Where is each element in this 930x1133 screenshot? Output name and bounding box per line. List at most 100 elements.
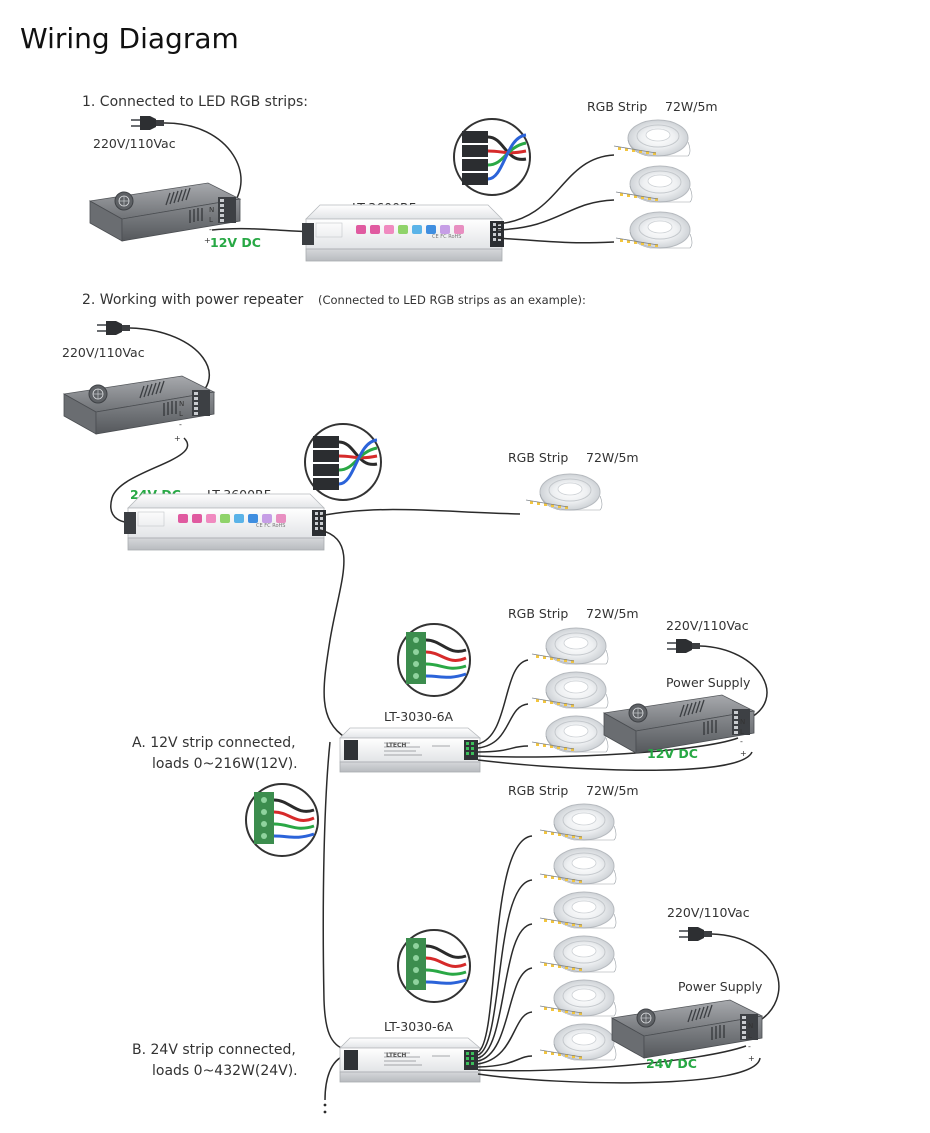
repeaterA-device	[339, 727, 481, 773]
repeaterB-power-supply	[611, 999, 763, 1059]
repeaterB-device	[339, 1037, 481, 1083]
continuation-dot-2	[323, 1110, 327, 1114]
repeaterB-plug-icon	[678, 926, 713, 942]
section2-heading: 2. Working with power repeater	[82, 292, 303, 308]
section2-controller-marks: CE FC RoHS	[256, 523, 285, 529]
repeaterB-strip-wire-5	[477, 1011, 533, 1065]
repeaterB-strip-rating: 72W/5m	[586, 783, 639, 798]
section2-ac-input: 220V/110Vac	[62, 345, 145, 360]
repeaterB-strip-label: RGB Strip	[508, 783, 568, 798]
repeaterA-power-supply	[603, 694, 755, 754]
section1-strip-reel-2	[615, 165, 693, 203]
repeaterB-ac-input: 220V/110Vac	[667, 905, 750, 920]
repeaterA-terminal-closeup	[396, 622, 472, 698]
repeaterA-ac-wire	[699, 645, 768, 721]
repeaterA-term-l: L	[740, 728, 744, 736]
repeaterA-strip-label: RGB Strip	[508, 606, 568, 621]
repeaterB-dc-plus-wire	[477, 1057, 761, 1084]
page-title: Wiring Diagram	[20, 22, 239, 55]
section1-dc-label: 12V DC	[210, 235, 261, 250]
repeaterA-ac-input: 220V/110Vac	[666, 618, 749, 633]
repeaterB-ac-wire	[711, 933, 780, 1025]
repeaterA-term-n: N	[740, 718, 745, 726]
section1-term-n: N	[209, 206, 214, 214]
section1-power-supply	[89, 182, 241, 242]
repeaterA-term-plus: +	[740, 749, 747, 758]
repeaterA-strip-rating: 72W/5m	[586, 606, 639, 621]
section2-terminal-closeup	[303, 422, 383, 502]
section1-plug-icon	[130, 115, 165, 131]
repeaterB-strip-reel-3	[539, 891, 617, 929]
section2-controller	[123, 493, 327, 551]
section1-strip-label: RGB Strip	[587, 99, 647, 114]
repeaterB-term-n: N	[748, 1022, 753, 1030]
section2-strip-reel	[525, 473, 603, 511]
repeaterB-strip-wire-2	[477, 879, 533, 1056]
repeater-signal-wire-b	[322, 741, 347, 1051]
section2-term-n: N	[179, 400, 184, 408]
repeaterA-dc-plus-wire	[477, 751, 753, 771]
repeaterA-caption-line1: A. 12V strip connected,	[132, 735, 296, 751]
repeaterB-strip-wire-4	[477, 967, 533, 1062]
section2-term-l: L	[179, 410, 183, 418]
repeaterB-strip-wire-1	[477, 835, 533, 1053]
repeater-signal-wire-a	[319, 529, 347, 739]
section2-plug-icon	[96, 320, 131, 336]
repeaterA-strip-reel-3	[531, 715, 609, 753]
section1-controller-marks: CE FC RoHS	[432, 234, 461, 240]
repeater-input-closeup	[244, 782, 320, 858]
repeaterA-dc-minus-wire	[477, 737, 739, 758]
section1-strip-wire-1	[495, 154, 615, 225]
repeaterB-terminal-closeup	[396, 928, 472, 1004]
section2-strip-rating: 72W/5m	[586, 450, 639, 465]
section1-controller	[301, 204, 505, 262]
section1-terminal-closeup	[452, 117, 532, 197]
repeaterB-strip-reel-4	[539, 935, 617, 973]
repeaterA-dc-label: 12V DC	[647, 746, 698, 761]
repeaterB-strip-reel-2	[539, 847, 617, 885]
continuation-dot-1	[323, 1103, 327, 1107]
repeaterA-model-label: LT-3030-6A	[384, 709, 454, 724]
repeaterA-psu-label: Power Supply	[666, 675, 751, 690]
section2-heading-note: (Connected to LED RGB strips as an examp…	[318, 293, 586, 307]
repeaterA-term-minus: -	[740, 737, 743, 746]
section2-power-supply	[63, 375, 215, 435]
section1-strip-wire-2	[495, 199, 615, 231]
repeaterB-strip-reel-6	[539, 1023, 617, 1061]
section2-dc-wire	[110, 437, 188, 524]
section1-term-plus: +	[204, 236, 211, 245]
section1-term-minus: -	[209, 225, 212, 234]
repeaterB-strip-wire-6	[477, 1055, 533, 1068]
section2-strip-wire	[319, 508, 521, 517]
section2-strip-label: RGB Strip	[508, 450, 568, 465]
repeaterB-dc-label: 24V DC	[646, 1056, 697, 1071]
repeaterA-strip-wire-1	[477, 659, 529, 745]
repeaterA-strip-wire-3	[477, 745, 529, 753]
section1-strip-rating: 72W/5m	[665, 99, 718, 114]
repeaterB-caption-line1: B. 24V strip connected,	[132, 1042, 296, 1058]
repeaterB-strip-reel-5	[539, 979, 617, 1017]
section1-strip-reel-1	[613, 119, 691, 157]
repeaterA-plug-icon	[666, 638, 701, 654]
repeaterB-psu-label: Power Supply	[678, 979, 763, 994]
section1-strip-wire-3	[495, 237, 615, 244]
section2-term-plus: +	[174, 434, 181, 443]
repeaterB-brand: LTECH	[386, 1052, 406, 1059]
repeaterB-dc-minus-wire	[477, 1045, 747, 1072]
repeaterB-caption-line2: loads 0~432W(24V).	[152, 1063, 298, 1079]
repeaterA-strip-reel-2	[531, 671, 609, 709]
repeaterA-brand: LTECH	[386, 742, 406, 749]
repeaterA-strip-wire-2	[477, 703, 529, 749]
repeaterB-strip-reel-1	[539, 803, 617, 841]
section2-term-minus: -	[179, 420, 182, 429]
section1-heading: 1. Connected to LED RGB strips:	[82, 94, 308, 110]
repeaterB-term-l: L	[748, 1032, 752, 1040]
section1-strip-reel-3	[615, 211, 693, 249]
repeaterB-model-label: LT-3030-6A	[384, 1019, 454, 1034]
repeaterB-term-plus: +	[748, 1054, 755, 1063]
repeaterA-caption-line2: loads 0~216W(12V).	[152, 756, 298, 772]
section1-ac-input: 220V/110Vac	[93, 136, 176, 151]
repeaterB-strip-wire-3	[477, 923, 533, 1059]
repeaterB-term-minus: -	[748, 1042, 751, 1051]
